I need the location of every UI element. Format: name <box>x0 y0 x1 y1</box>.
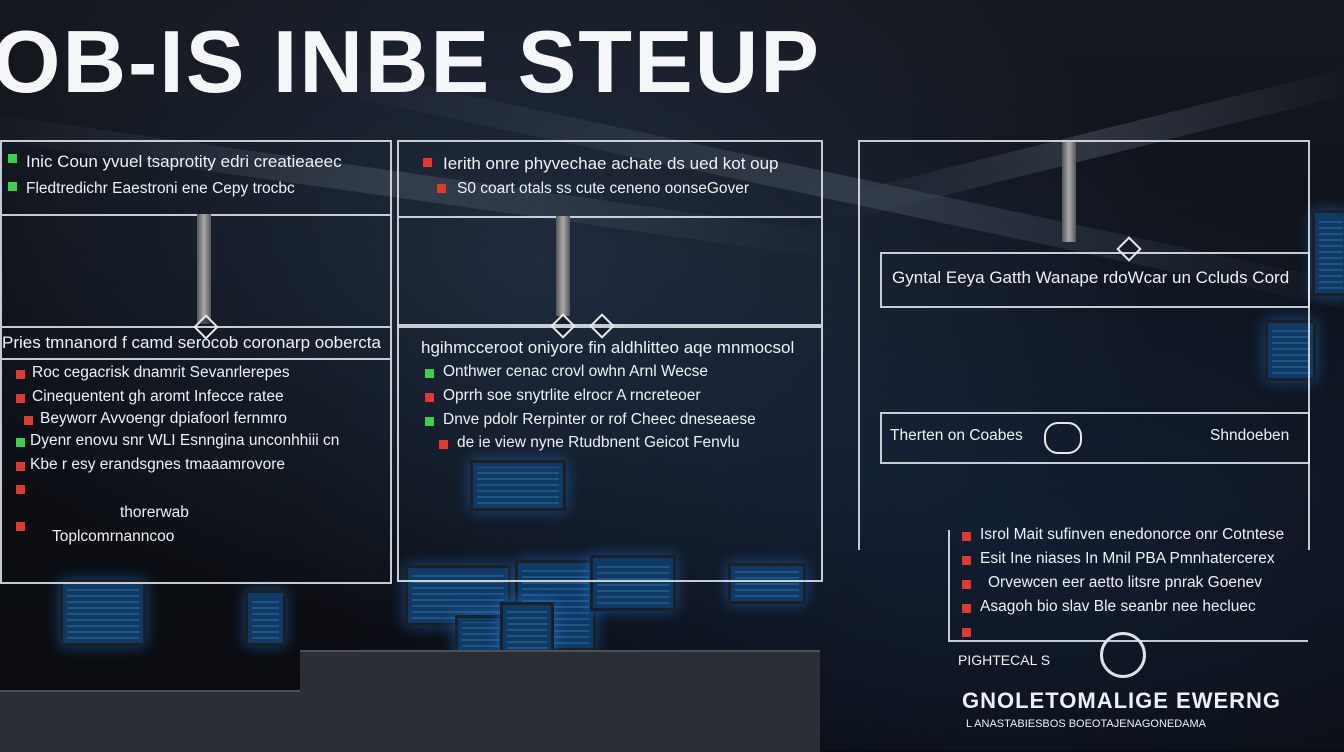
middle-item-4: de ie view nyne Rtudbnent Geicot Fenvlu <box>457 434 740 451</box>
left-header-line-2: Fledtredichr Eaestroni ene Cepy trocbc <box>26 180 295 197</box>
middle-item-2: Oprrh soe snytrlite elrocr A rncreteoer <box>443 387 701 404</box>
monitor-screen <box>405 565 511 626</box>
right-bar-1-text: Gyntal Eeya Gatth Wanape rdoWcar un Cclu… <box>892 268 1290 287</box>
bullet-green <box>16 438 25 447</box>
monitor-screen <box>590 555 676 611</box>
bullet-red <box>962 580 971 589</box>
plug-icon <box>1044 422 1082 454</box>
bullet-green <box>425 417 434 426</box>
left-section-title: Pries tmnanord f camd serocob coronarp o… <box>2 333 381 352</box>
left-header-line-1: Inic Coun yvuel tsaprotity edri creatiea… <box>26 152 342 171</box>
operator-desk <box>0 690 300 752</box>
middle-section-bar <box>399 324 821 328</box>
monitor-screen <box>500 602 554 656</box>
bullet-red <box>16 485 25 494</box>
hanging-cable <box>556 216 570 316</box>
bullet-red <box>16 394 25 403</box>
middle-info-panel: Ierith onre phyvechae achate ds ued kot … <box>397 140 823 582</box>
middle-panel-header: Ierith onre phyvechae achate ds ued kot … <box>399 142 821 218</box>
hanging-cable <box>197 214 211 324</box>
right-footer-subline: L ANASTABIESBOS BOEOTAJENAGONEDAMA <box>966 718 1207 730</box>
monitor-screen <box>245 590 286 646</box>
left-section-bar: Pries tmnanord f camd serocob coronarp o… <box>2 326 390 360</box>
bullet-red <box>425 393 434 402</box>
bullet-red <box>962 556 971 565</box>
monitor-screen <box>728 563 806 604</box>
bullet-red <box>439 440 448 449</box>
monitor-screen <box>470 460 566 511</box>
status-indicator <box>8 154 17 163</box>
left-item-5: Kbe r esy erandsgnes tmaaamrovore <box>30 456 286 473</box>
status-indicator <box>8 182 17 191</box>
right-info-panel <box>858 140 1310 550</box>
left-item-3: Beyworr Avvoengr dpiafoorl fernmro <box>40 410 287 427</box>
monitor-screen <box>1312 210 1344 296</box>
bullet-red <box>16 522 25 531</box>
middle-header-line-2: S0 coart otals ss cute ceneno oonseGover <box>457 180 750 197</box>
bullet-red <box>24 416 33 425</box>
right-status-bar-2: Therten on Coabes Shndoeben <box>880 412 1310 464</box>
bullet-red <box>962 628 971 637</box>
right-bar-2-left: Therten on Coabes <box>890 427 1023 444</box>
right-item-4: Asagoh bio slav Ble seanbr nee hecluec <box>980 598 1256 615</box>
middle-section-title: hgihmcceroot oniyore fin aldhlitteo aqe … <box>421 338 795 357</box>
left-item-2: Cinequentent gh aromt Infecce ratee <box>32 388 284 405</box>
monitor-screen <box>60 580 146 646</box>
right-item-2: Esit Ine niases In Mnil PBA Pmnhatercere… <box>980 550 1275 567</box>
right-item-3: Orvewcen eer aetto litsre pnrak Goenev <box>988 574 1262 591</box>
brand-logo-icon <box>1100 632 1146 678</box>
bullet-red <box>423 158 432 167</box>
bullet-red <box>16 462 25 471</box>
right-item-1: Isrol Mait sufinven enedonorce onr Cotnt… <box>980 526 1285 543</box>
middle-item-3: Dnve pdolr Rerpinter or rof Cheec dnesea… <box>443 411 756 428</box>
hanging-cable <box>1062 142 1076 242</box>
bullet-red <box>16 370 25 379</box>
left-item-4: Dyenr enovu snr WLI Esnngina unconhhiii … <box>30 432 340 449</box>
left-footer-line-2: Toplcomrnanncoo <box>52 528 175 545</box>
middle-header-line-1: Ierith onre phyvechae achate ds ued kot … <box>443 154 779 173</box>
right-status-bar-1: Gyntal Eeya Gatth Wanape rdoWcar un Cclu… <box>880 252 1310 308</box>
right-footer-label: PIGHTECAL S <box>958 652 1051 668</box>
left-footer-line-1: thorerwab <box>120 504 189 521</box>
left-panel-header: Inic Coun yvuel tsaprotity edri creatiea… <box>2 142 390 216</box>
bullet-red <box>962 604 971 613</box>
right-footer-headline: GNOLETOMALIGE EWERNG <box>962 688 1282 713</box>
bullet-red <box>962 532 971 541</box>
operator-desk <box>300 650 820 752</box>
left-info-panel: Inic Coun yvuel tsaprotity edri creatiea… <box>0 140 392 584</box>
right-bar-2-right: Shndoeben <box>1210 427 1290 444</box>
bullet-green <box>425 369 434 378</box>
left-item-1: Roc cegacrisk dnamrit Sevanrlerepes <box>32 364 290 381</box>
middle-item-1: Onthwer cenac crovl owhn Arnl Wecse <box>443 363 709 380</box>
monitor-screen <box>1265 320 1316 381</box>
bullet-red <box>437 184 446 193</box>
page-title: OB-IS INBE STEUP <box>0 12 821 111</box>
